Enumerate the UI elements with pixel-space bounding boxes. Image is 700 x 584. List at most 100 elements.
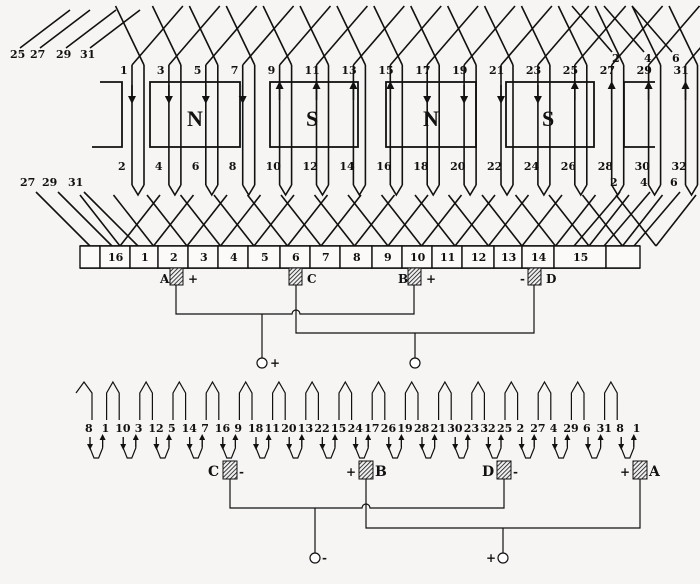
conductor-label: 26 [561,160,577,173]
lead-label: 4 [640,176,648,189]
brush-polarity: + [188,272,198,286]
coil-bottom-loop [289,437,302,458]
conductor-label: 20 [281,422,297,435]
segment-label: 12 [471,251,486,264]
coil-arch [571,382,584,420]
pole-label: S [542,106,554,131]
commutator-riser [449,195,489,246]
conductor-label: 21 [431,422,446,435]
conductor-label: 2 [118,160,126,173]
partial-pole-right [624,82,655,147]
coil-arch [107,382,120,420]
coil-bottom-loop [455,437,468,458]
conductor-label: 1 [102,422,110,435]
conductor-label: 26 [381,422,397,435]
brush-a [633,461,647,479]
terminal-positive [257,358,267,368]
brush-label: D [482,464,494,480]
coil-bottom-loop [522,437,535,458]
coil-bottom-loop [389,437,402,458]
brush-label: C [307,272,317,286]
commutator-riser [181,195,221,246]
segment-label: 2 [170,251,178,264]
conductor-label: 27 [530,422,545,435]
coil-arch [239,382,252,420]
lead-wire [40,10,90,48]
brush-label: A [648,464,661,480]
lead-label: 29 [42,176,57,189]
commutator-riser [382,195,422,246]
conductor-label: 6 [192,160,200,173]
lead-label: 31 [80,48,95,61]
conductor-label: 3 [157,64,165,77]
bus-positive [366,479,640,528]
coil-arch [405,382,418,420]
commutator-riser [482,195,522,246]
terminal-label: - [322,551,327,565]
commutator-riser [616,195,656,246]
segment-label: 1 [141,251,149,264]
conductor-label: 14 [182,422,198,435]
coil-bottom-loop [123,437,136,458]
lead-label: 4 [644,52,652,65]
conductor-label: 27 [600,64,615,77]
coil-arch [372,382,385,420]
conductor-label: 12 [148,422,163,435]
coil-arch [538,382,551,420]
coil-bottom-loop [156,437,169,458]
coil-arch [605,382,618,420]
coil-bottom-loop [575,185,587,195]
conductor-label: 25 [497,422,512,435]
commutator-riser [147,195,187,246]
coil-bottom-loop [90,437,103,458]
brush-label: B [398,272,408,286]
brush-polarity: - [520,272,525,286]
brush-polarity: + [620,465,630,479]
coil-arch [472,382,485,420]
lead-label: 31 [68,176,83,189]
brush-label: A [159,272,170,286]
coil-bottom-loop [427,185,439,195]
segment-label: 4 [230,251,238,264]
conductor-label: 13 [341,64,356,77]
segment-label: 16 [108,251,124,264]
terminal-negative [410,358,420,368]
conductor-label: 4 [155,160,163,173]
coil-bottom-loop [169,185,181,195]
commutator-riser [415,195,455,246]
coil-bottom-loop [649,185,661,195]
conductor-label: 32 [480,422,495,435]
segment-label: 15 [573,251,588,264]
segment-label: 14 [531,251,547,264]
segment-label: 3 [200,251,208,264]
coil-arch [76,382,92,420]
conductor-label: 18 [413,160,429,173]
terminal-negative [310,553,320,563]
lead-label: 29 [56,48,71,61]
conductor-label: 2 [517,422,525,435]
commutator-segment [606,246,640,268]
conductor-label: 31 [674,64,689,77]
brush-label: C [208,464,219,480]
conductor-label: 32 [672,160,687,173]
conductor-label: 22 [314,422,329,435]
coil-arch [140,382,153,420]
conductor-label: 8 [229,160,237,173]
brush-c [223,461,237,479]
conductor-label: 21 [489,64,504,77]
commutator-riser [281,195,321,246]
segment-label: 5 [261,251,269,264]
conductor-label: 12 [303,160,318,173]
conductor-label: 3 [135,422,143,435]
conductor-label: 8 [616,422,624,435]
commutator-riser [516,195,556,246]
brush-label: D [546,272,556,286]
segment-label: 13 [501,251,516,264]
lead-label: 25 [10,48,25,61]
lead-wire [66,10,116,48]
coil-bottom-loop [621,437,634,458]
brush-b [408,268,421,285]
conductor-label: 1 [633,422,641,435]
